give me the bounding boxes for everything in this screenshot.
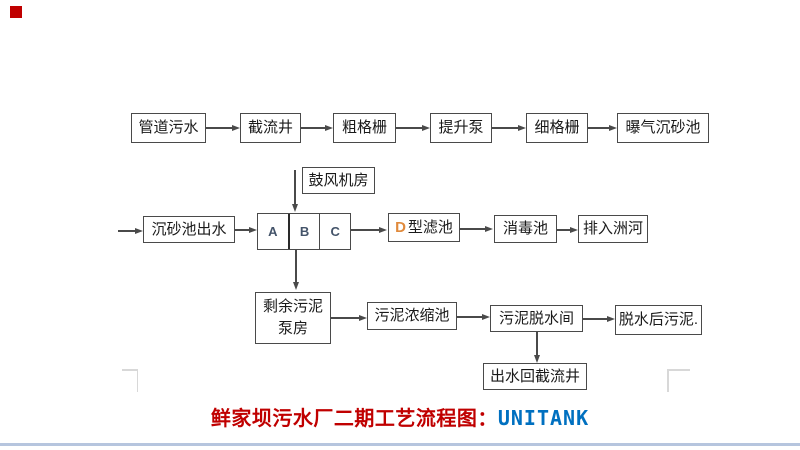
corner-mark-right [667,369,669,392]
connector-line [295,250,297,283]
arrow-right-icon [232,124,240,131]
arrow-down-icon [292,282,299,290]
node-sludge-thickening-tank: 污泥浓缩池 [367,302,457,330]
arrow-down-icon [533,355,540,363]
arrow-right-icon [570,226,578,233]
red-marker-square [10,6,22,18]
corner-mark-left [136,369,138,392]
node-disinfection-tank: 消毒池 [494,215,557,243]
node-surplus-sludge-pump-house: 剩余污泥 泵房 [255,292,331,344]
unitank-cell-c: C [330,224,340,239]
arrow-down-icon [291,204,298,212]
connector-line [331,317,360,319]
connector-line [583,318,608,320]
diagram-caption: 鲜家坝污水厂二期工艺流程图：UNITANK [0,402,800,431]
node-grit-chamber-outlet: 沉砂池出水 [143,216,235,243]
arrow-right-icon [609,124,617,131]
surplus-sludge-line1: 剩余污泥 [262,298,323,316]
arrow-right-icon [485,225,493,232]
node-sludge-dewatering-room: 污泥脱水间 [490,305,583,332]
node-blower-room: 鼓风机房 [302,167,375,194]
corner-mark-left [122,369,138,371]
arrow-right-icon [249,226,257,233]
connector-line [536,332,538,356]
connector-line [492,127,519,129]
node-coarse-screen: 粗格栅 [333,113,396,143]
d-filter-letter: D [395,218,406,236]
arrow-right-icon [422,124,430,131]
surplus-sludge-line2: 泵房 [277,320,308,337]
arrow-right-icon [607,315,615,322]
caption-chinese-title: 鲜家坝污水厂二期工艺流程图： [210,408,498,430]
arrow-right-icon [518,124,526,131]
arrow-right-icon [135,227,143,234]
node-dewatered-sludge: 脱水后污泥. [615,305,702,335]
node-return-to-intercept-well: 出水回截流井 [483,363,587,390]
caption-unitank-label: UNITANK [497,406,590,430]
unitank-cell-a: A [258,214,290,249]
connector-line [294,170,296,205]
d-filter-label: 型滤池 [407,218,453,236]
arrow-right-icon [359,314,367,321]
connector-line [396,127,423,129]
node-aerated-grit-chamber: 曝气沉砂池 [617,113,709,143]
connector-line [235,229,250,231]
connector-line [557,229,571,231]
connector-line [457,316,483,318]
connector-line [460,228,486,230]
connector-line [588,127,610,129]
connector-line [118,230,136,232]
node-intercept-well: 截流井 [240,113,301,143]
arrow-right-icon [325,124,333,131]
connector-line [206,127,233,129]
connector-line [301,127,326,129]
node-discharge-river: 排入洲河 [578,215,648,243]
arrow-right-icon [379,226,387,233]
unitank-cell-b: B [290,214,321,249]
arrow-right-icon [482,313,490,320]
bottom-divider-line [0,443,800,446]
node-pipeline-sewage: 管道污水 [131,113,206,143]
corner-mark-right [667,369,690,371]
node-fine-screen: 细格栅 [526,113,588,143]
connector-line [351,229,380,231]
node-unitank-cells: A B C [257,213,351,250]
node-lift-pump: 提升泵 [430,113,492,143]
